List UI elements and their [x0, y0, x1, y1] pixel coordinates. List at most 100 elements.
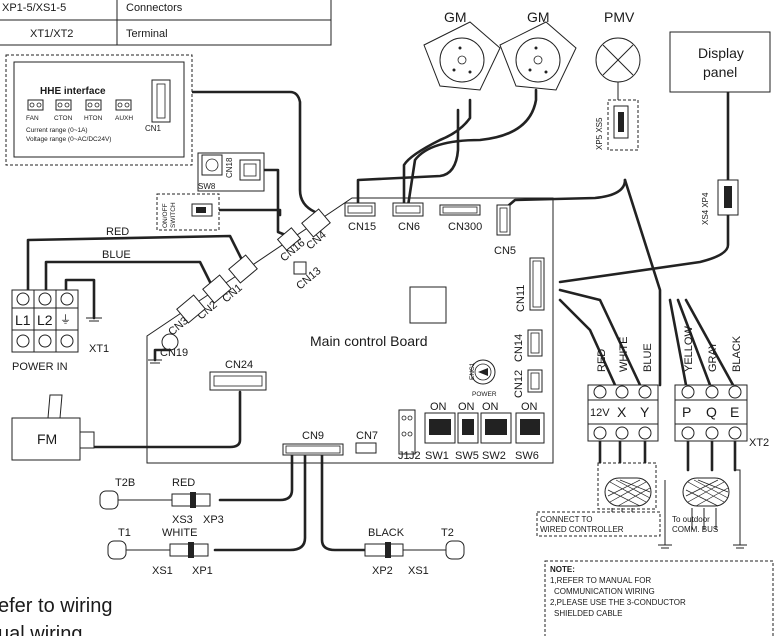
pmv-valve: PMV XP5 XS5 — [595, 9, 641, 151]
board-connectors-right: CN11 CN14 CN12 — [513, 257, 545, 398]
gm-motor-left: GM — [423, 9, 501, 91]
power-terminal-xt1: L1 L2 ⏚ POWER IN XT1 RED BLUE — [11, 226, 131, 373]
display-panel: Display panel XS4 XP4 — [669, 31, 771, 225]
power-label: POWER — [472, 391, 497, 398]
hhe-port-hton: HTON — [84, 115, 103, 122]
xs3-label: XS3 — [172, 514, 193, 526]
legend-row1-code: XP1-5/XS1-5 — [2, 2, 66, 14]
sw8-group: SW8 CN18 — [197, 152, 265, 192]
sensor-t2b: T2B RED XS3 XP3 — [99, 477, 224, 526]
xt2-color-white: WHITE — [618, 337, 630, 372]
xp2-label: XP2 — [372, 565, 393, 577]
cn5-label: CN5 — [494, 245, 516, 257]
xp3-label: XP3 — [203, 514, 224, 526]
xt2-term-x: X — [617, 404, 627, 420]
display-label-1: Display — [698, 45, 744, 61]
onoff-label-2: SWITCH — [170, 202, 177, 228]
t2b-label: T2B — [115, 477, 135, 489]
cn12-label: CN12 — [513, 370, 525, 398]
legend-table: XP1-5/XS1-5 Connectors XT1/XT2 Terminal — [0, 0, 332, 46]
switch-j1-label: J1 — [398, 450, 410, 462]
xt2-term-12v: 12V — [590, 407, 610, 419]
sensor-t2: BLACK T2 XP2 XS1 — [364, 527, 465, 577]
switch-sw2-label: SW2 — [482, 450, 506, 462]
on-label-2: ON — [458, 401, 475, 413]
main-board-title: Main control Board — [310, 333, 428, 349]
board-ic — [409, 286, 447, 324]
hhe-port-fan: FAN — [26, 115, 39, 122]
xt2-label: XT2 — [749, 437, 769, 449]
hhe-port-auxh: AUXH — [115, 115, 133, 122]
cn9-label: CN9 — [302, 430, 324, 442]
fan-motor: FM — [11, 394, 95, 461]
l2-label: L2 — [37, 312, 53, 328]
enc1-rotary-switch: ENC1 POWER — [469, 359, 497, 398]
on-label-3: ON — [482, 401, 499, 413]
xt2-color-red: RED — [596, 349, 608, 372]
xt2-term-y: Y — [640, 404, 650, 420]
gm-right-label: GM — [527, 9, 550, 25]
xt2-term-q: Q — [706, 404, 717, 420]
pmv-label: PMV — [604, 9, 635, 25]
board-connectors-top: CN15 CN6 CN300 CN5 — [344, 202, 516, 257]
shielded-cables — [597, 462, 747, 549]
xs1-label: XS1 — [152, 565, 173, 577]
note-line3: 2,PLEASE USE THE 3-CONDUCTOR — [550, 598, 686, 607]
cn7-label: CN7 — [356, 430, 378, 442]
hhe-ports — [27, 99, 132, 111]
power-in-label: POWER IN — [12, 361, 68, 373]
on-label-1: ON — [430, 401, 447, 413]
cn300-label: CN300 — [448, 221, 482, 233]
outdoor-line1: To outdoor — [672, 515, 710, 524]
cut-text-line1: efer to wiring — [0, 595, 113, 617]
note-box: NOTE: 1,REFER TO MANUAL FOR COMMUNICATIO… — [544, 560, 774, 636]
on-label-4: ON — [521, 401, 538, 413]
hhe-title: HHE interface — [40, 86, 106, 97]
cn19-ground: CN19 — [148, 333, 188, 364]
gm-motor-right: GM — [499, 9, 577, 91]
cn18-label: CN18 — [225, 157, 234, 178]
cn6-label: CN6 — [398, 221, 420, 233]
cn24-connector: CN24 — [209, 359, 267, 391]
xt1-label: XT1 — [89, 343, 109, 355]
hhe-current-range: Current range (0~1A) — [26, 127, 88, 134]
sw8-label: SW8 — [198, 182, 216, 191]
dip-switch-area: ON ON ON ON J1 J2 SW1 SW5 SW2 SW6 — [398, 401, 545, 462]
xp1-label: XP1 — [192, 565, 213, 577]
xs1b-label: XS1 — [408, 565, 429, 577]
cn9-cn7-connectors: CN9 CN7 — [282, 430, 378, 456]
l1-label: L1 — [15, 312, 31, 328]
xp5-xs5-label: XP5 XS5 — [595, 117, 604, 150]
cn24-label: CN24 — [225, 359, 253, 371]
cn14-label: CN14 — [513, 334, 525, 362]
legend-row1-desc: Connectors — [126, 2, 183, 14]
legend-row2-desc: Terminal — [126, 28, 168, 40]
note-line2: COMMUNICATION WIRING — [554, 587, 655, 596]
wire-red-label: RED — [106, 226, 129, 238]
xt2-term-e: E — [730, 404, 739, 420]
enc1-label: ENC1 — [469, 362, 476, 380]
switch-j2-label: J2 — [409, 450, 421, 462]
gm-left-label: GM — [444, 9, 467, 25]
cn11-label: CN11 — [515, 285, 527, 312]
legend-row2-code: XT1/XT2 — [30, 28, 73, 40]
connect-line2: WIRED CONTROLLER — [540, 525, 624, 534]
xt2-color-yellow: YELLOW — [683, 326, 695, 372]
display-label-2: panel — [703, 64, 737, 80]
t2-black-label: BLACK — [368, 527, 405, 539]
xt2-color-gray: GRAY — [707, 341, 719, 372]
xs4-xp4-label: XS4 XP4 — [701, 192, 710, 225]
switch-sw5-label: SW5 — [455, 450, 479, 462]
onoff-label-1: ON/OFF — [162, 203, 169, 228]
hhe-cn1-label: CN1 — [145, 124, 162, 133]
hhe-interface: HHE interface CN1 FAN CTON HTON AUXH Cur… — [5, 54, 193, 166]
xt2-color-blue: BLUE — [642, 343, 654, 372]
hhe-voltage-range: Voltage range (0~AC/DC24V) — [26, 136, 111, 143]
wired-controller-note: CONNECT TO WIRED CONTROLLER To outdoor C… — [536, 511, 718, 537]
onoff-switch: ON/OFF SWITCH — [156, 193, 220, 231]
cn15-label: CN15 — [348, 221, 376, 233]
fm-label: FM — [37, 431, 57, 447]
cut-text-line2: ual wiring — [0, 623, 82, 636]
